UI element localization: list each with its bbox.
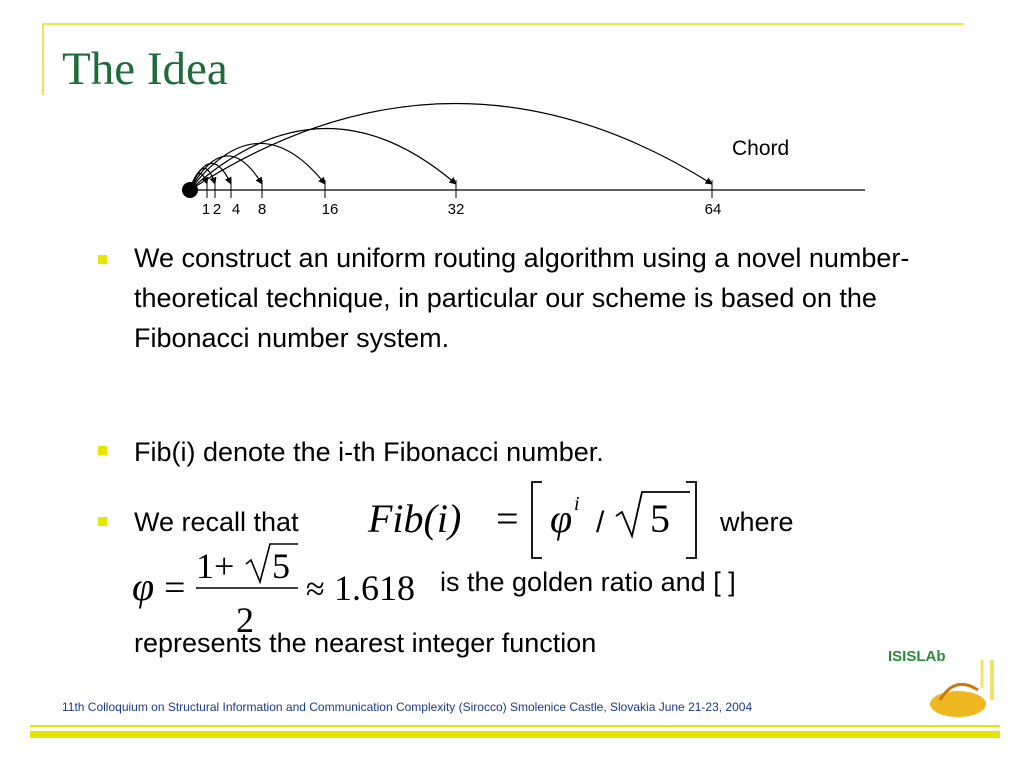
svg-text:5: 5 <box>272 546 290 586</box>
fib-formula: Fib(i) = φ i / 5 <box>367 481 697 559</box>
logo-graphic <box>930 660 994 717</box>
tick-label: 2 <box>213 201 221 218</box>
svg-text:=: = <box>496 496 519 541</box>
golden-ratio-text: is the golden ratio and [ ] <box>440 567 736 597</box>
svg-text:φ: φ <box>550 496 572 541</box>
slide-frame-left <box>42 23 44 95</box>
svg-text:i: i <box>574 493 580 515</box>
svg-text:φ: φ <box>132 564 154 609</box>
tick-label: 8 <box>258 201 266 218</box>
slide-title: The Idea <box>62 43 228 95</box>
where-text: where <box>720 507 794 537</box>
golden-ratio-formula: φ = 1+ 5 2 ≈ 1.618 <box>132 543 415 638</box>
chord-label: Chord <box>732 137 789 160</box>
svg-text:1.618: 1.618 <box>334 568 415 608</box>
slide-frame-top <box>42 23 964 25</box>
footer-text: 11th Colloquium on Structural Informatio… <box>62 700 753 714</box>
svg-text:5: 5 <box>650 496 670 541</box>
tick-label: 32 <box>448 201 465 218</box>
footer-divider <box>30 725 1000 727</box>
footer-band <box>30 731 1000 738</box>
bullet-text-1: We construct an uniform routing algorith… <box>134 243 910 353</box>
chord-arc-32 <box>189 127 457 191</box>
tick-label: 1 <box>202 201 210 218</box>
tick-label: 16 <box>322 201 339 218</box>
tick-label: 4 <box>232 201 240 218</box>
svg-text:/: / <box>596 506 605 539</box>
svg-text:Fib(i): Fib(i) <box>367 496 461 541</box>
nearest-integer-text: represents the nearest integer function <box>134 628 597 658</box>
bullet-marker <box>98 517 107 526</box>
tick-label: 64 <box>705 201 722 218</box>
bullet-marker <box>98 446 107 455</box>
svg-text:≈: ≈ <box>306 571 325 608</box>
chord-diagram: 1 2 4 8 16 32 64 Chord <box>182 102 865 218</box>
bullet-text-2: Fib(i) denote the i-th Fibonacci number. <box>134 437 604 467</box>
bullet-text-3: We recall that <box>134 507 299 537</box>
chord-arc-8 <box>189 155 263 191</box>
svg-text:=: = <box>164 567 185 609</box>
chord-arc-16 <box>189 142 326 191</box>
isislab-logo: ISISLAb <box>888 648 946 665</box>
svg-text:1+: 1+ <box>196 546 234 586</box>
svg-text:2: 2 <box>236 600 254 638</box>
bullet-marker <box>98 255 107 264</box>
chord-arc-64 <box>189 102 713 191</box>
